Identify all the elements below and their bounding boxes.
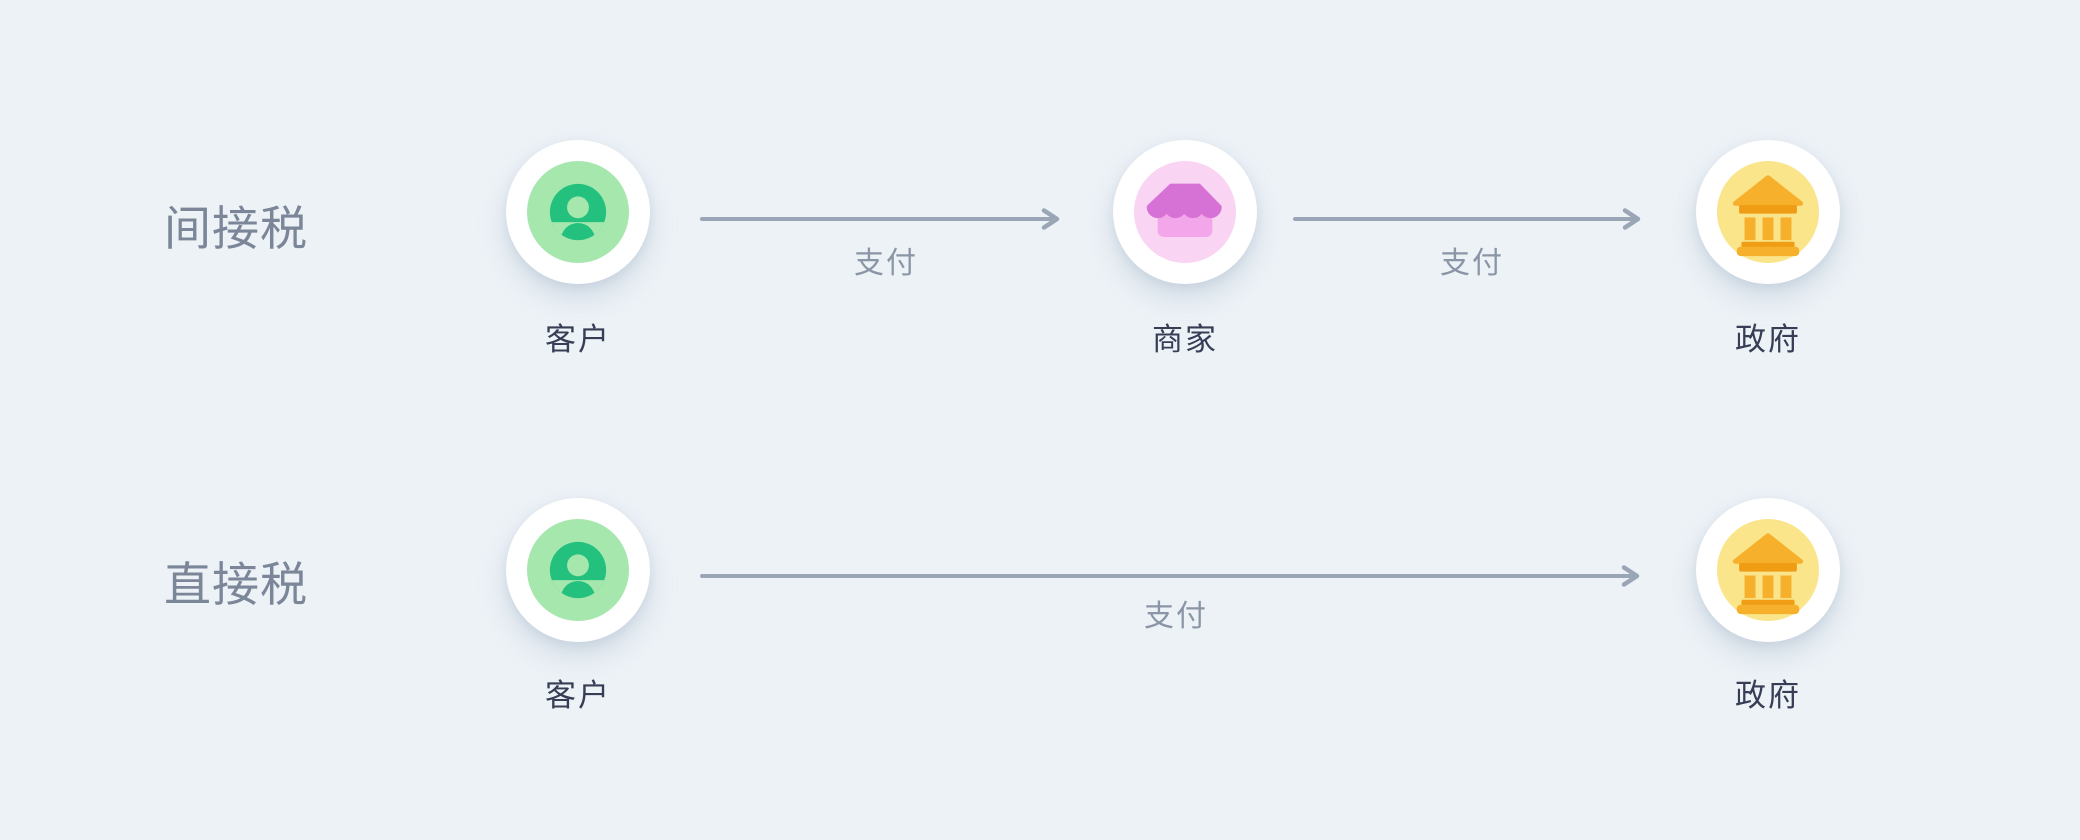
customer-node [506, 498, 650, 642]
government-avatar [1696, 498, 1840, 642]
merchant-node [1113, 140, 1257, 284]
person-icon [549, 183, 607, 241]
payment-arrow-label: 支付 [1440, 247, 1504, 280]
government-avatar [1696, 140, 1840, 284]
person-icon [549, 541, 607, 599]
government-label: 政府 [1735, 322, 1801, 357]
government-node [1696, 498, 1840, 642]
payment-arrow [1293, 208, 1641, 230]
merchant-label: 商家 [1152, 322, 1218, 357]
merchant-avatar [1113, 140, 1257, 284]
payment-arrow-label: 支付 [854, 247, 918, 280]
government-avatar-background [1717, 519, 1819, 621]
government-label: 政府 [1735, 678, 1801, 713]
customer-avatar-background [527, 161, 629, 263]
government-node [1696, 140, 1840, 284]
row-label-direct-tax: 直接税 [164, 558, 308, 611]
merchant-avatar-background [1134, 161, 1236, 263]
row-label-indirect-tax: 间接税 [164, 202, 308, 255]
customer-avatar [506, 498, 650, 642]
payment-arrow-label: 支付 [1144, 600, 1208, 633]
customer-avatar-background [527, 519, 629, 621]
bank-icon [1732, 533, 1804, 615]
customer-label: 客户 [545, 678, 611, 713]
store-icon [1146, 183, 1222, 237]
government-avatar-background [1717, 161, 1819, 263]
customer-node [506, 140, 650, 284]
payment-arrow [700, 565, 1640, 587]
customer-label: 客户 [545, 322, 611, 357]
payment-arrow [700, 208, 1060, 230]
customer-avatar [506, 140, 650, 284]
bank-icon [1732, 175, 1804, 257]
